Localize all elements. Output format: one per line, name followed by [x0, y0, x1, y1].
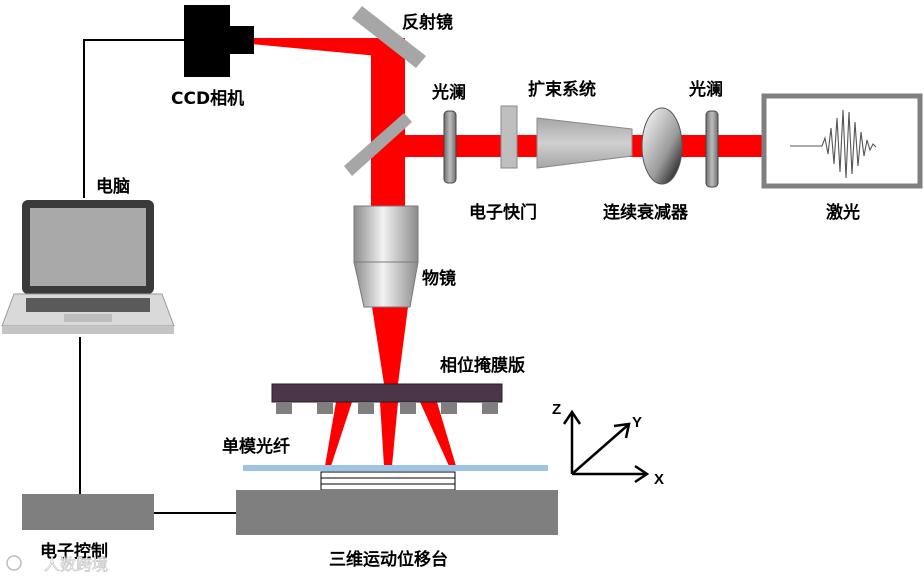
coordinate-axes: Z Y X: [552, 401, 664, 488]
mirror-top: [352, 6, 426, 68]
label-electronic-shutter: 电子快门: [469, 202, 537, 223]
objective-lens: [353, 205, 419, 308]
label-laser: 激光: [826, 202, 860, 223]
laser-source: [761, 93, 923, 189]
ccd-camera: [184, 5, 254, 77]
label-ccd-camera: CCD相机: [171, 88, 244, 109]
watermark: 人数跨境: [6, 555, 108, 574]
label-stage: 三维运动位移台: [329, 549, 448, 570]
diffraction-beam-right: [420, 402, 456, 466]
axis-label-y: Y: [632, 414, 642, 431]
label-computer: 电脑: [96, 176, 130, 197]
label-beam-expander: 扩束系统: [528, 79, 596, 100]
watermark-logo-icon: [6, 555, 22, 571]
diffraction-beam-center: [380, 402, 398, 466]
mirror-bottom: [344, 113, 412, 176]
phase-mask: [271, 383, 503, 414]
single-mode-fiber: [243, 465, 548, 471]
electronic-shutter: [500, 105, 518, 169]
3d-motion-stage: [236, 490, 558, 535]
continuous-attenuator: [641, 107, 683, 185]
label-phase-mask: 相位掩膜版: [440, 355, 525, 376]
electronic-control-box: [22, 494, 154, 530]
fiber-holder: [320, 471, 456, 491]
aperture-right: [705, 110, 719, 188]
label-objective: 物镜: [422, 268, 456, 289]
wire-camera-to-computer: [83, 39, 184, 198]
watermark-text: 人数跨境: [44, 555, 108, 574]
beam-expander: [536, 117, 633, 169]
label-electronic-control: 电子控制: [40, 541, 108, 562]
label-aperture-right: 光澜: [688, 79, 723, 100]
label-single-mode-fiber: 单模光纤: [222, 436, 290, 457]
label-mirror: 反射镜: [402, 12, 453, 33]
laptop-computer: [1, 200, 175, 334]
laser-waveform: [790, 109, 877, 179]
axis-label-z: Z: [552, 401, 561, 418]
aperture-left: [443, 110, 457, 184]
diffraction-beam-left: [325, 402, 352, 466]
label-aperture-left: 光澜: [431, 82, 466, 103]
axis-label-x: X: [654, 471, 664, 488]
label-attenuator: 连续衰减器: [603, 202, 689, 223]
